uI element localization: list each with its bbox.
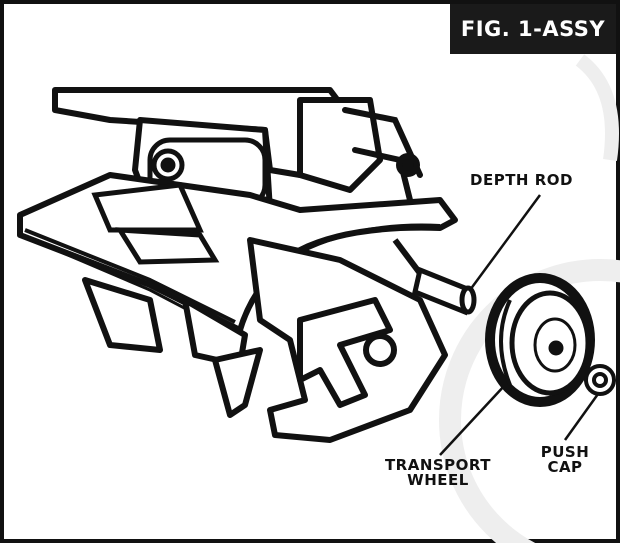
- push-cap-label: PUSH CAP: [535, 445, 595, 475]
- watermark-circle: [439, 259, 620, 543]
- transport-wheel-label: TRANSPORT WHEEL: [378, 458, 498, 488]
- transport-wheel: [485, 273, 595, 407]
- depth-rod-label: DEPTH ROD: [470, 171, 573, 189]
- leader-lines: [439, 194, 600, 456]
- transport-wheel-label-line1: TRANSPORT: [384, 456, 492, 474]
- shield-front-plate: [91, 182, 220, 265]
- tine-assembly: [82, 237, 448, 443]
- depth-rod: [412, 266, 477, 316]
- push-cap: [584, 364, 616, 396]
- handle-bracket: [342, 107, 423, 203]
- push-cap-label-line2: CAP: [547, 458, 583, 476]
- transport-wheel-label-line2: WHEEL: [407, 471, 469, 489]
- figure-tag: FIG. 1-ASSY: [450, 4, 616, 54]
- watermark-arc: [575, 54, 619, 161]
- push-cap-label-line1: PUSH: [540, 443, 590, 461]
